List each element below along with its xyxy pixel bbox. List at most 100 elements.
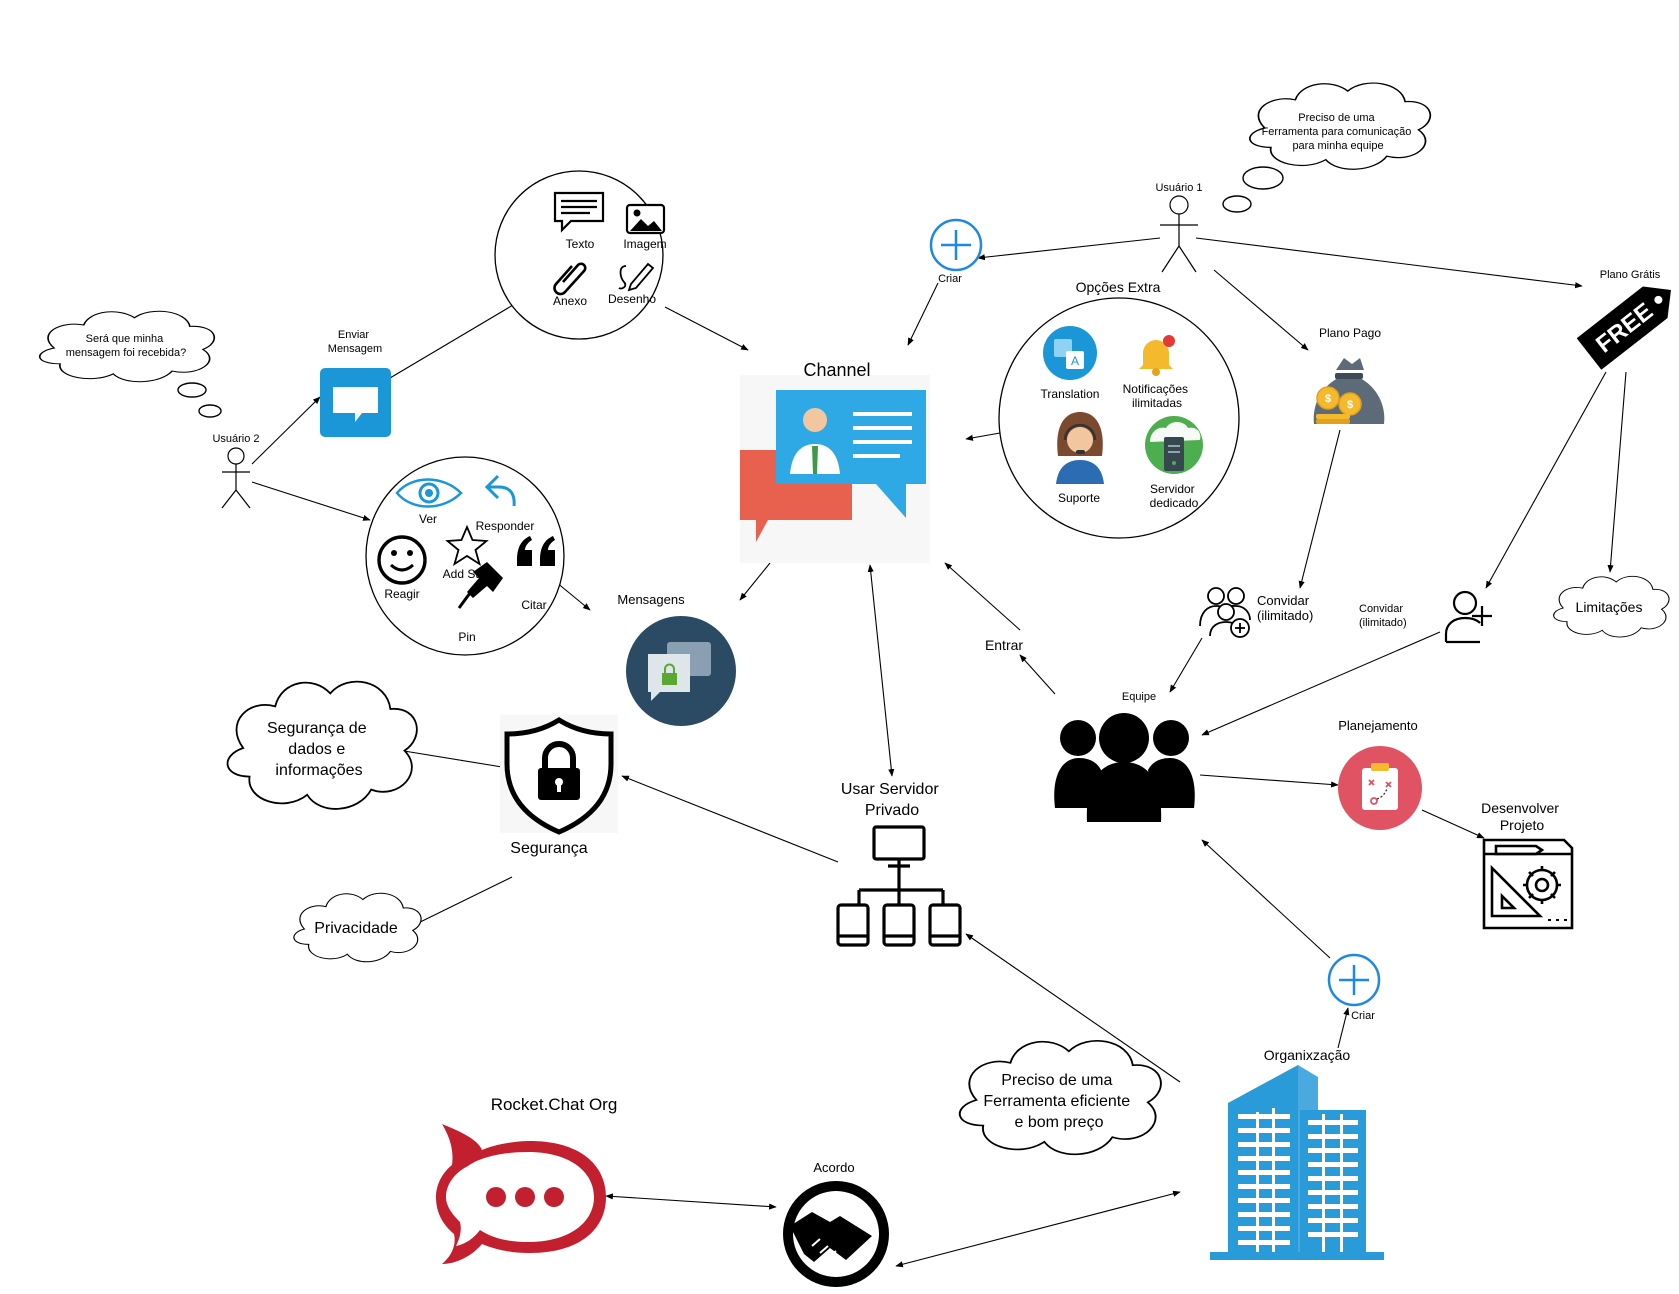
user1-actor (1160, 195, 1198, 273)
private-server-network-icon[interactable] (836, 825, 962, 947)
create-team-button[interactable] (1327, 953, 1381, 1007)
edge-agreement-org (895, 1190, 1181, 1268)
user2-thought-cloud (38, 310, 222, 418)
paid-invite-label: Convidar (ilimitado) (1257, 593, 1313, 623)
extra-translation-label: Translation (1041, 387, 1100, 401)
action-view-label: Ver (419, 512, 437, 526)
user2-thought-text: Será que minha mensagem foi recebida? (66, 333, 186, 359)
extra-options-ring (998, 297, 1240, 539)
rocketchat-logo[interactable] (436, 1124, 606, 1264)
content-types-ring (494, 170, 664, 340)
edge-rocket-agreement (605, 1193, 777, 1210)
svg-text:$: $ (1325, 393, 1331, 405)
text-message-icon (553, 191, 605, 233)
security-shield-icon[interactable] (504, 717, 614, 835)
extra-options-title: Opções Extra (1076, 279, 1161, 295)
invite-user-icon[interactable] (1444, 590, 1492, 644)
notification-bell-icon (1139, 335, 1175, 376)
edge-team-planning (1199, 774, 1339, 788)
action-pin-label: Pin (458, 630, 475, 644)
chat-bubble-icon (333, 387, 378, 422)
private-server-label: Usar Servidor Privado (841, 781, 943, 819)
create-channel-button[interactable] (929, 218, 983, 272)
edge-user1-create (977, 237, 1161, 261)
create-channel-label: Criar (938, 273, 962, 285)
security-label: Segurança (510, 840, 587, 857)
organization-create-label: Criar (1351, 1010, 1375, 1022)
reply-arrow-icon (484, 474, 516, 507)
extra-support-label: Suporte (1058, 491, 1100, 505)
action-react-label: Reagir (384, 587, 419, 601)
channel-icon[interactable] (740, 390, 926, 542)
eye-icon (395, 478, 463, 508)
content-drawing-label: Desenho (608, 292, 656, 306)
edge-planning-develop (1421, 809, 1485, 839)
handshake-icon[interactable] (783, 1181, 889, 1287)
edge-channel-server (867, 564, 895, 777)
user2-label: Usuário 2 (212, 433, 259, 445)
edge-free-limits (1607, 371, 1627, 573)
edge-enter-channel (944, 562, 1021, 631)
free-limitations-label: Limitações (1576, 599, 1643, 615)
planning-icon[interactable] (1338, 746, 1422, 830)
quote-icon (517, 536, 555, 566)
user1-thought-text: Preciso de uma Ferramenta para comunicaç… (1262, 112, 1415, 152)
edge-paid-invite (1298, 429, 1341, 589)
edge-free-invite (1485, 371, 1607, 589)
action-quote-label: Citar (521, 598, 546, 612)
organization-thought-text: Preciso de uma Ferramenta eficiente e bo… (983, 1072, 1134, 1131)
translation-icon: A (1043, 326, 1097, 380)
free-invite-label: Convidar (ilimitado) (1359, 603, 1407, 629)
edge-server-security (621, 775, 839, 863)
edge-security-privacy (407, 876, 513, 929)
edge-extra-channel (965, 432, 1001, 441)
planning-label: Planejamento (1338, 718, 1418, 733)
team-label: Equipe (1122, 691, 1156, 703)
send-message-label: Enviar Mensagem (328, 329, 382, 355)
organization-building-icon[interactable] (1210, 1065, 1384, 1260)
user1-thought-cloud (1222, 82, 1432, 213)
edge-org-create (1337, 1007, 1350, 1049)
image-icon (625, 203, 666, 235)
project-blueprint-icon[interactable] (1482, 838, 1574, 930)
edge-user1-free (1195, 237, 1583, 289)
privacy-label: Privacidade (314, 920, 398, 937)
edge-team-enter (1019, 654, 1056, 695)
team-icon[interactable] (1054, 713, 1195, 822)
edge-channel-messages (739, 562, 771, 601)
svg-text:A: A (1071, 354, 1079, 368)
agreement-label: Acordo (813, 1160, 854, 1175)
edge-org-server (965, 933, 1181, 1083)
edge-invite2-team (1201, 631, 1441, 736)
data-security-text: Segurança de dados e informações (267, 720, 371, 779)
dedicated-server-icon (1145, 416, 1203, 474)
pin-icon (457, 562, 503, 609)
edge-user2-actions (251, 481, 371, 521)
extra-dedicated-server-label: Servidor dedicado (1150, 482, 1199, 510)
secure-messages-icon[interactable] (626, 616, 736, 726)
free-plan-label: Plano Grátis (1600, 269, 1661, 281)
paid-plan-label: Plano Pago (1319, 326, 1381, 340)
develop-project-label: Desenvolver Projeto (1481, 800, 1563, 833)
send-message-button[interactable] (320, 368, 391, 437)
user1-label: Usuário 1 (1155, 182, 1202, 194)
edge-user2-send (251, 396, 321, 465)
edge-invite-team (1169, 637, 1203, 693)
free-tag-icon[interactable]: FREE (1576, 274, 1679, 370)
edge-create-channel (907, 282, 939, 346)
support-agent-icon (1056, 412, 1104, 484)
organization-label: Organixzação (1264, 1047, 1351, 1063)
messages-label: Mensagens (617, 592, 685, 607)
invite-group-icon[interactable] (1199, 587, 1251, 638)
channel-label: Channel (803, 360, 870, 380)
team-enter-label: Entrar (985, 637, 1023, 653)
svg-text:$: $ (1347, 399, 1353, 411)
edge-send-content (389, 294, 531, 379)
edge-security-data (397, 748, 503, 768)
content-attachment-label: Anexo (553, 294, 587, 308)
edge-actions-messages (555, 581, 591, 611)
edge-create-team (1201, 839, 1331, 959)
money-bag-icon[interactable]: $ $ (1313, 358, 1385, 424)
rocketchat-label: Rocket.Chat Org (491, 1095, 618, 1114)
content-text-label: Texto (566, 237, 595, 251)
